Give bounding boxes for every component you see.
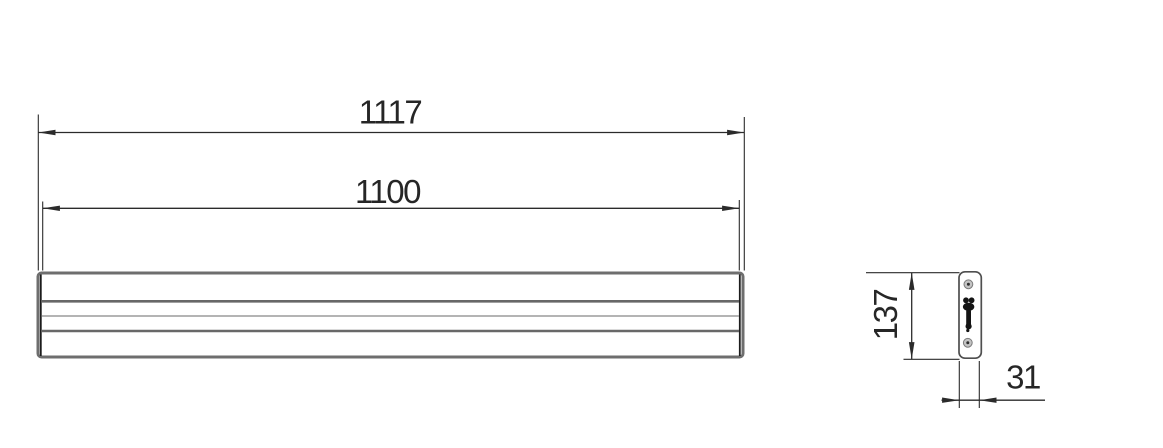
- front-view: [36, 271, 745, 359]
- dim-height-arrow-top-icon: [908, 272, 915, 290]
- dim-mounting-length: 1100: [42, 173, 740, 271]
- dim-height-value: 137: [867, 290, 904, 341]
- dim-height-arrow-bottom-icon: [908, 342, 915, 360]
- dim-depth-value: 31: [1006, 359, 1040, 396]
- dim-overall-value: 1117: [359, 94, 422, 131]
- rail-body: [36, 271, 745, 359]
- mounting-bracket-silhouette: [962, 297, 975, 333]
- screw-hole-top-center: [966, 282, 970, 286]
- dim-mounting-arrow-right-icon: [722, 205, 740, 211]
- dim-depth-arrow-right-icon: [979, 397, 997, 403]
- screw-hole-bottom-center: [966, 341, 970, 345]
- dim-overall-arrow-left-icon: [38, 129, 56, 136]
- dim-overall-length: 1117: [37, 94, 745, 271]
- dim-depth: 31: [941, 359, 1045, 408]
- side-view: [958, 270, 983, 360]
- dim-depth-arrow-left-icon: [942, 397, 960, 403]
- dim-height: 137: [866, 272, 960, 360]
- dim-overall-arrow-right-icon: [727, 129, 745, 136]
- dim-mounting-arrow-left-icon: [42, 205, 60, 211]
- dim-mounting-value: 1100: [355, 173, 421, 210]
